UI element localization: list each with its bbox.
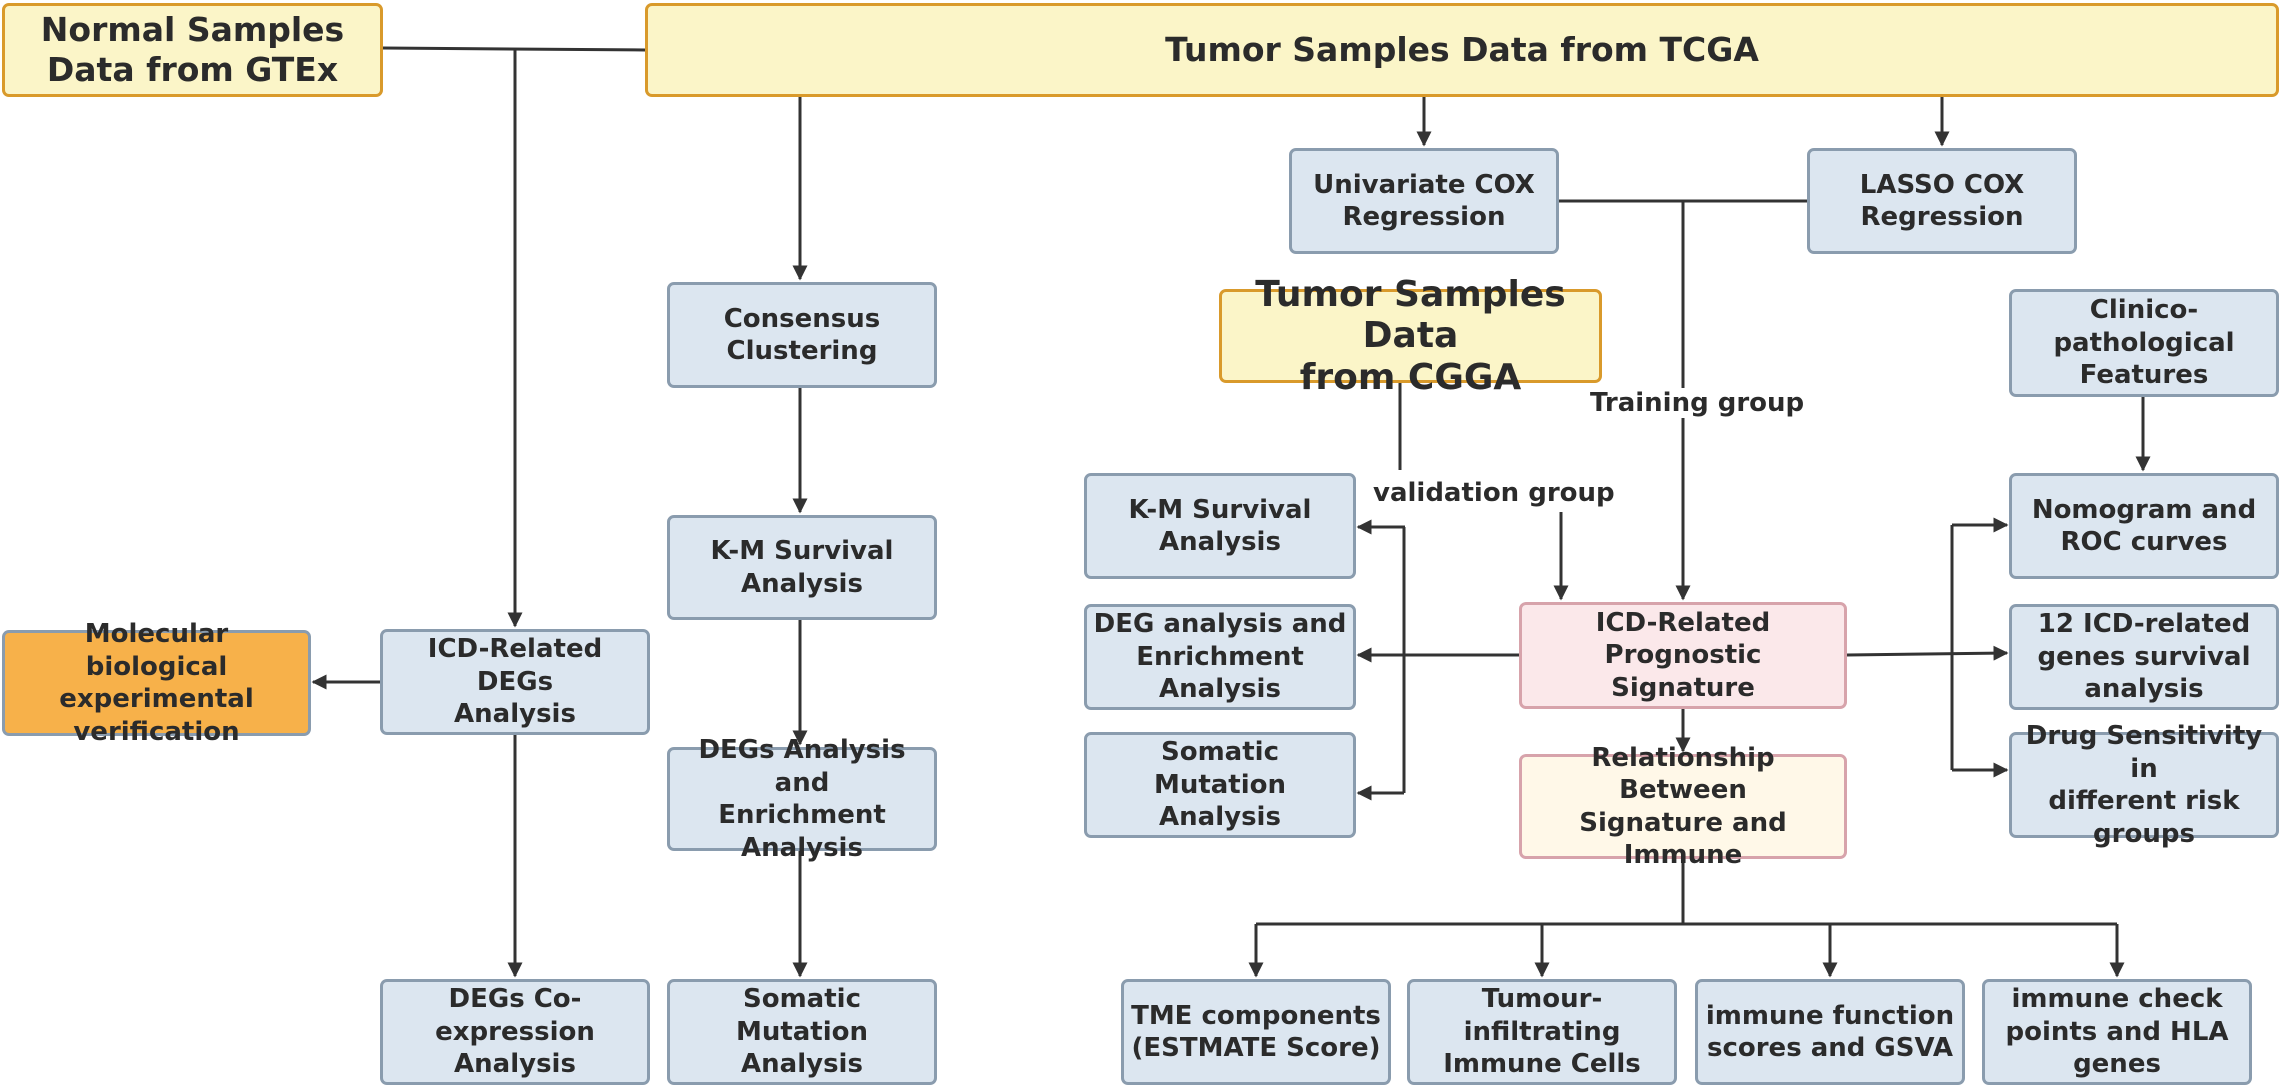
tumour-infiltrating-box: Tumour-infiltrating Immune Cells bbox=[1407, 979, 1677, 1085]
consensus-clustering-box: Consensus Clustering bbox=[667, 282, 937, 388]
molecular-verification-box: Molecular biological experimental verifi… bbox=[2, 619, 311, 747]
somatic-mutation-left-box: Somatic Mutation Analysis bbox=[667, 979, 937, 1085]
icd-related-degs-box: ICD-Related DEGs Analysis bbox=[380, 629, 650, 735]
km-survival-left-box: K-M Survival Analysis bbox=[1084, 473, 1356, 579]
relationship-immune-box: Relationship Between Signature and Immun… bbox=[1519, 743, 1847, 870]
icd-genes-survival-box: 12 ICD-related genes survival analysis bbox=[2009, 604, 2279, 710]
icd-prognostic-signature-box: ICD-Related Prognostic Signature bbox=[1519, 602, 1847, 709]
degs-coexpression-box: DEGs Co- expression Analysis bbox=[380, 979, 650, 1085]
gtex-data-box: Normal Samples Data from GTEx bbox=[2, 3, 383, 97]
nomogram-roc-box: Nomogram and ROC curves bbox=[2009, 473, 2279, 579]
tcga-data-box: Tumor Samples Data from TCGA bbox=[645, 3, 2279, 97]
validation-group-label: validation group bbox=[1369, 478, 1619, 508]
connector-left-bracket bbox=[1402, 525, 1406, 655]
arrow-signature-icd-genes bbox=[1846, 645, 2009, 661]
somatic-mutation-mid-box: Somatic Mutation Analysis bbox=[1084, 732, 1356, 838]
lasso-cox-box: LASSO COX Regression bbox=[1807, 148, 2077, 254]
univariate-cox-box: Univariate COX Regression bbox=[1289, 148, 1559, 254]
training-group-label: Training group bbox=[1586, 388, 1809, 418]
km-survival-mid-box: K-M Survival Analysis bbox=[667, 515, 937, 620]
clinicopathological-box: Clinico- pathological Features bbox=[2009, 289, 2279, 397]
cgga-data-box: Tumor Samples Data from CGGA bbox=[1219, 274, 1602, 398]
degs-enrichment-left-box: DEGs Analysis and Enrichment Analysis bbox=[667, 735, 937, 863]
deg-enrichment-mid-box: DEG analysis and Enrichment Analysis bbox=[1084, 604, 1356, 710]
immune-function-box: immune function scores and GSVA bbox=[1695, 979, 1965, 1085]
drug-sensitivity-box: Drug Sensitivity in different risk group… bbox=[2009, 721, 2279, 849]
immune-checkpoints-box: immune check points and HLA genes bbox=[1982, 979, 2252, 1085]
tme-components-box: TME components (ESTMATE Score) bbox=[1121, 979, 1391, 1085]
